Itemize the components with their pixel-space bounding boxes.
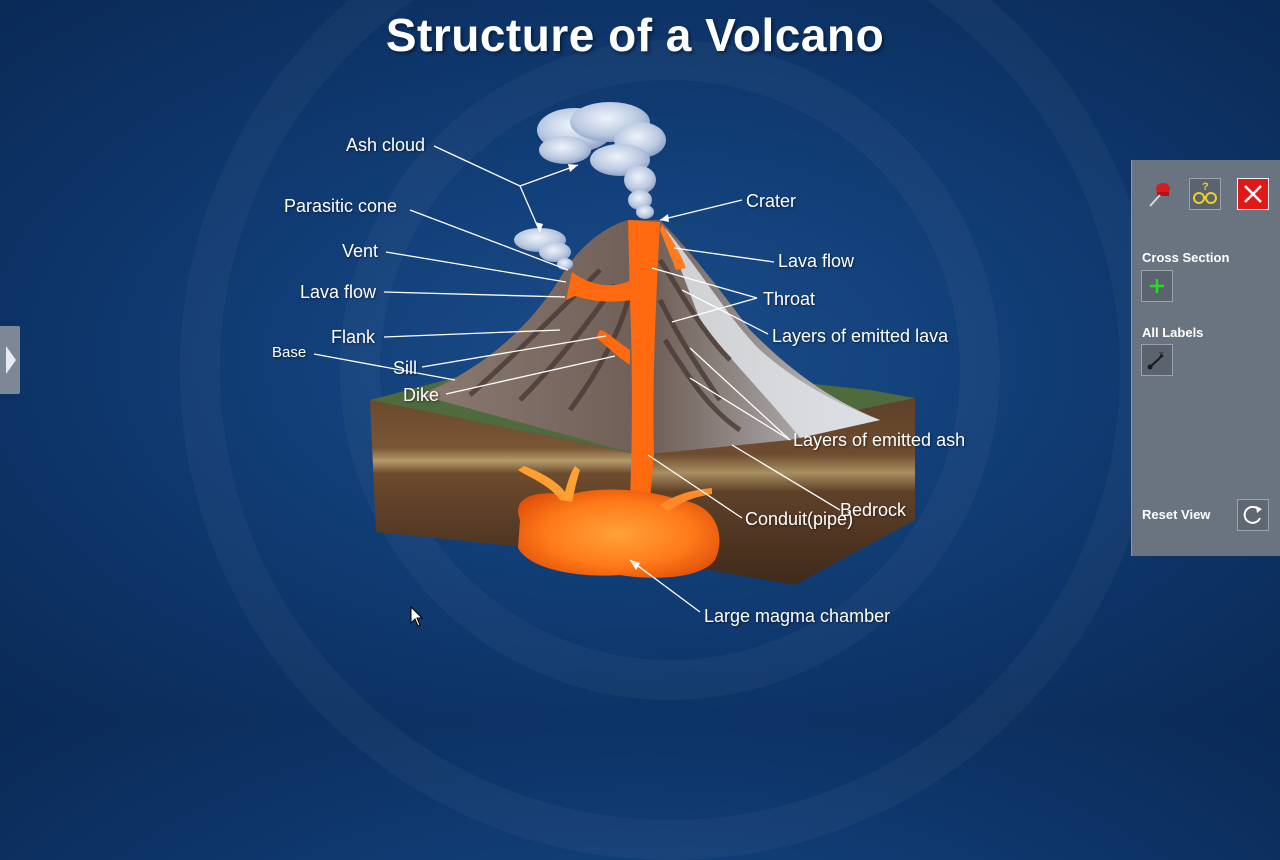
expand-sidebar-button[interactable] xyxy=(0,326,20,394)
label-magma-chamber: Large magma chamber xyxy=(704,606,891,626)
label-layers-emitted-lava: Layers of emitted lava xyxy=(772,326,949,346)
label-lava-flow-left: Lava flow xyxy=(300,282,377,302)
label-conduit: Conduit(pipe) xyxy=(745,509,854,529)
arrow-heads xyxy=(535,164,669,570)
reset-view-label: Reset View xyxy=(1142,507,1211,522)
label-layers-emitted-ash: Layers of emitted ash xyxy=(793,430,966,450)
label-ash-cloud: Ash cloud xyxy=(346,135,426,155)
pin-button[interactable] xyxy=(1144,178,1176,210)
pin-icon xyxy=(1149,183,1170,207)
svg-text:?: ? xyxy=(1202,181,1209,193)
svg-text:x: x xyxy=(1159,349,1164,359)
conduit xyxy=(628,220,660,500)
ash-cloud-main xyxy=(537,102,666,219)
cross-section-label: Cross Section xyxy=(1142,250,1230,265)
sill-branch xyxy=(596,330,630,365)
labels-toggle-icon: x xyxy=(1147,349,1164,370)
label-dike: Dike xyxy=(403,385,440,405)
magma-arm-right xyxy=(660,488,712,512)
label-bedrock: Bedrock xyxy=(840,500,907,520)
dike-branch xyxy=(566,272,632,302)
label-crater: Crater xyxy=(746,191,797,211)
lava-flow-right xyxy=(660,224,686,270)
label-sill: Sill xyxy=(393,358,418,378)
label-lava-flow-right: Lava flow xyxy=(778,251,855,271)
chevron-right-icon xyxy=(6,346,16,374)
label-base: Base xyxy=(272,344,307,361)
volcano-diagram xyxy=(370,102,915,585)
close-button[interactable] xyxy=(1237,178,1269,210)
magma-arm-left xyxy=(518,466,580,502)
label-parasitic-cone: Parasitic cone xyxy=(284,196,398,216)
plus-icon xyxy=(1150,279,1164,293)
mouse-cursor-icon xyxy=(410,606,424,627)
all-labels-button[interactable]: x xyxy=(1141,344,1173,376)
control-panel: ? Cross Section All Labels x Reset View xyxy=(1131,160,1280,556)
label-throat: Throat xyxy=(763,289,816,309)
glasses-help-icon: ? xyxy=(1193,181,1217,204)
label-vent: Vent xyxy=(342,241,379,261)
help-button[interactable]: ? xyxy=(1189,178,1221,210)
lava-layers xyxy=(468,258,742,433)
ash-cloud-small xyxy=(514,228,573,270)
reset-view-button[interactable] xyxy=(1237,499,1269,531)
magma-chamber xyxy=(518,489,720,578)
label-flank: Flank xyxy=(331,327,376,347)
refresh-icon xyxy=(1243,505,1262,524)
close-icon xyxy=(1244,185,1262,203)
all-labels-label: All Labels xyxy=(1142,325,1204,340)
snow-flank xyxy=(665,228,880,438)
cross-section-button[interactable] xyxy=(1141,270,1173,302)
page-title: Structure of a Volcano xyxy=(385,9,885,61)
